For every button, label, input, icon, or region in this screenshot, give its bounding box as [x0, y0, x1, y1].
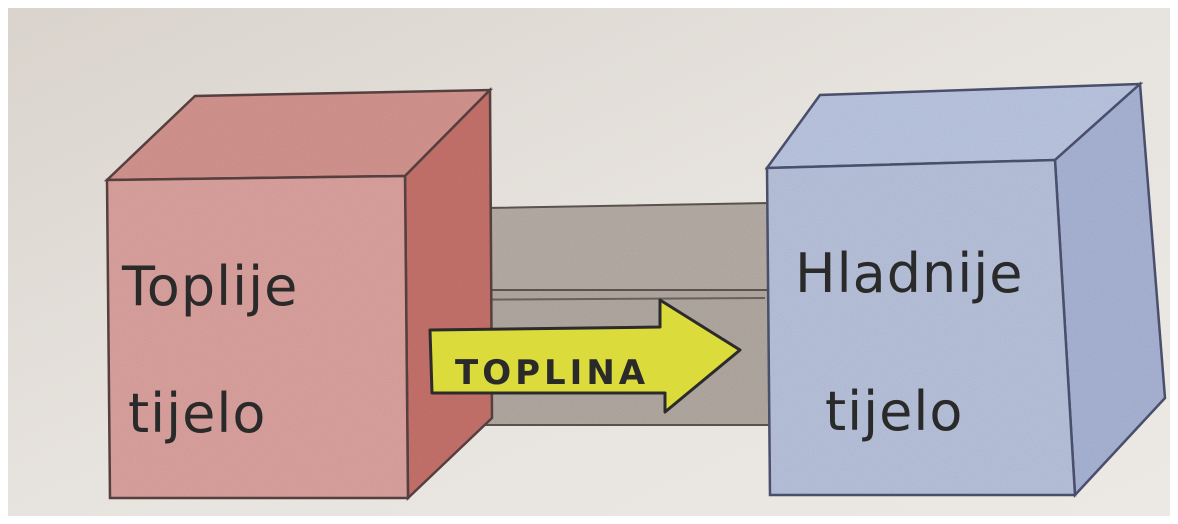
cool-body-label-line2: tijelo	[825, 380, 963, 443]
warm-body-label-line2: tijelo	[128, 382, 266, 445]
cool-cube-front-face	[767, 160, 1075, 495]
warm-cube-front-face	[107, 176, 408, 498]
cool-body-label-line1: Hladnije	[795, 242, 1023, 305]
heat-arrow-label: TOPLINA	[455, 353, 649, 393]
warm-body-label-line1: Toplije	[121, 255, 298, 318]
